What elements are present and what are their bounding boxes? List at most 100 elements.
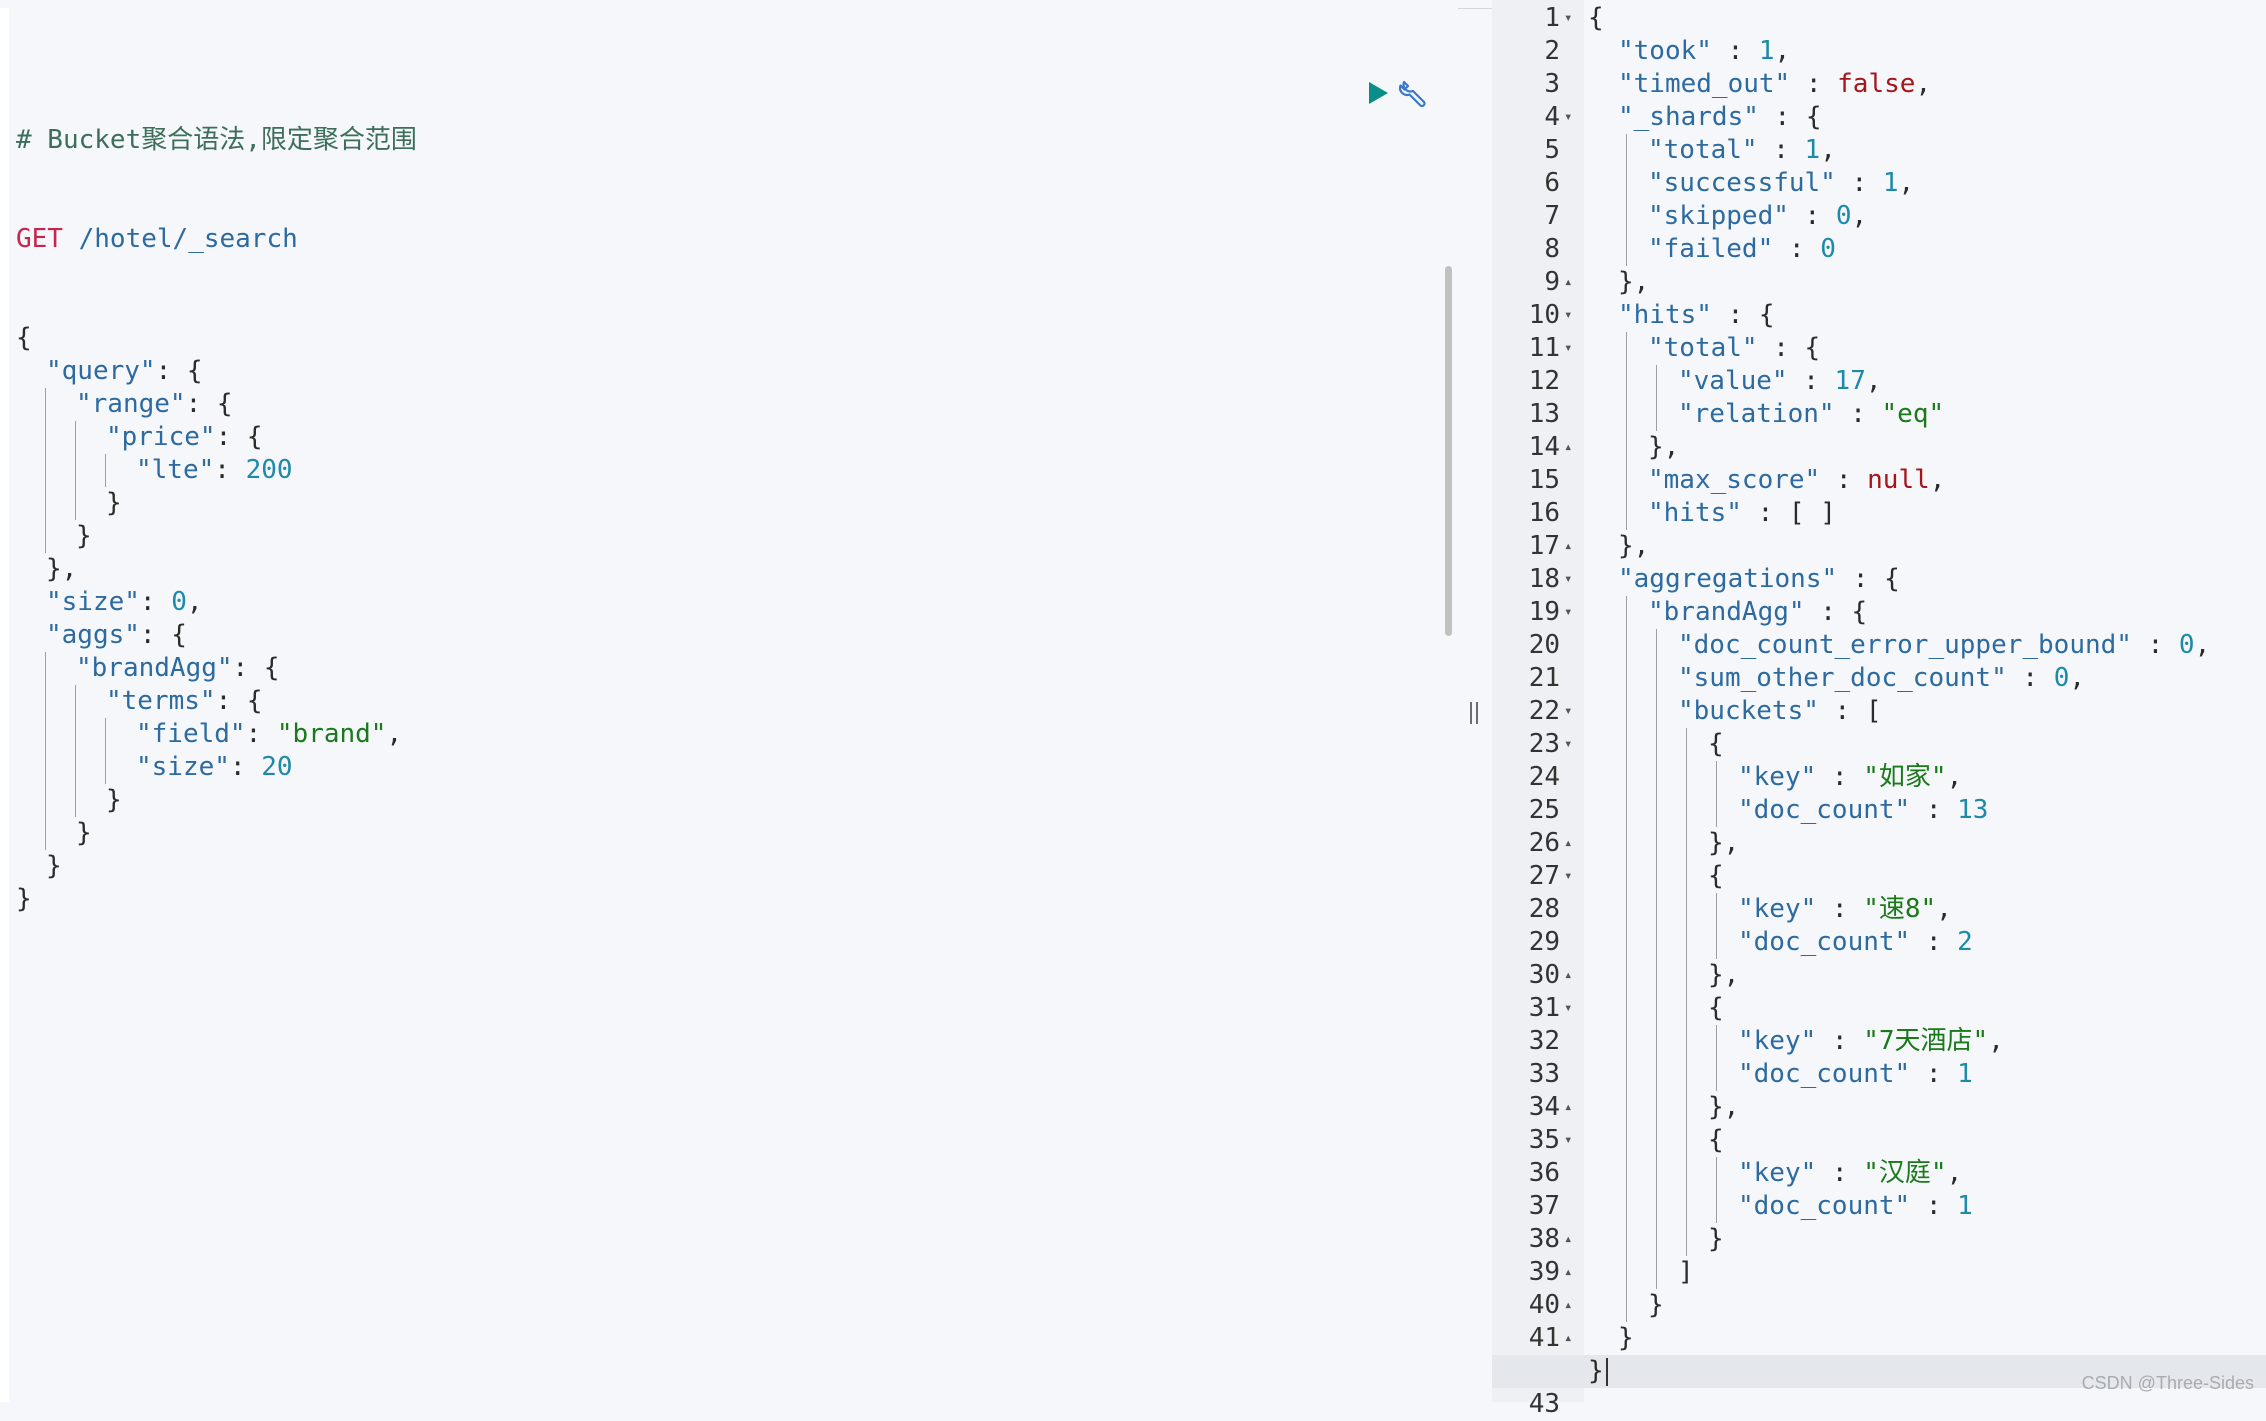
fold-collapse-icon[interactable]: ▴ bbox=[1564, 1264, 1573, 1280]
fold-expanded-icon[interactable]: ▾ bbox=[1564, 109, 1573, 125]
json-number: 1 bbox=[1804, 135, 1821, 165]
play-icon[interactable] bbox=[1366, 80, 1390, 106]
indent-guide bbox=[1626, 464, 1627, 497]
json-punct: , bbox=[1936, 894, 1952, 924]
line-number: 26 bbox=[1528, 828, 1560, 858]
json-punct: , bbox=[1898, 168, 1915, 198]
fold-collapse-icon[interactable]: ▴ bbox=[1564, 835, 1573, 851]
indent-guide bbox=[1686, 860, 1687, 893]
json-punct: }, bbox=[1618, 267, 1650, 297]
json-key: "sum_other_doc_count" bbox=[1678, 663, 2007, 693]
wrench-icon[interactable] bbox=[1398, 78, 1430, 110]
request-line: }, bbox=[16, 553, 417, 586]
fold-expanded-icon[interactable]: ▾ bbox=[1564, 868, 1573, 884]
json-number: 0 bbox=[1820, 234, 1836, 264]
fold-collapse-icon[interactable]: ▴ bbox=[1564, 439, 1573, 455]
json-punct: } bbox=[1588, 1356, 1604, 1386]
fold-expanded-icon[interactable]: ▾ bbox=[1564, 10, 1573, 26]
response-line: }, bbox=[1588, 431, 2210, 464]
json-key: "_shards" bbox=[1618, 102, 1759, 132]
indent-guide bbox=[1626, 695, 1627, 728]
indent-guide bbox=[45, 718, 46, 751]
indent-guide bbox=[1716, 1025, 1717, 1058]
response-line: "max_score" : null, bbox=[1588, 464, 2210, 497]
line-number: 1 bbox=[1544, 3, 1560, 33]
json-punct: : { bbox=[1757, 333, 1821, 363]
indent-guide bbox=[1686, 959, 1687, 992]
json-string: "如家" bbox=[1863, 762, 1947, 792]
line-number: 18 bbox=[1528, 564, 1560, 594]
indent-guide bbox=[1656, 1223, 1657, 1256]
json-number: 13 bbox=[1957, 795, 1989, 825]
response-line: "took" : 1, bbox=[1588, 35, 2210, 68]
indent-guide bbox=[1686, 926, 1687, 959]
request-scrollbar[interactable] bbox=[1445, 266, 1452, 636]
fold-collapse-icon[interactable]: ▴ bbox=[1564, 274, 1573, 290]
indent-guide bbox=[1626, 398, 1627, 431]
line-number: 30 bbox=[1528, 960, 1560, 990]
fold-collapse-icon[interactable]: ▴ bbox=[1564, 538, 1573, 554]
response-line: "total" : 1, bbox=[1588, 134, 2210, 167]
indent-guide bbox=[1656, 1190, 1657, 1223]
indent-guide bbox=[1656, 893, 1657, 926]
fold-expanded-icon[interactable]: ▾ bbox=[1564, 1000, 1573, 1016]
json-punct: : { bbox=[1837, 564, 1900, 594]
line-number: 2 bbox=[1544, 36, 1560, 66]
json-punct: , bbox=[386, 719, 403, 749]
fold-expanded-icon[interactable]: ▾ bbox=[1564, 1132, 1573, 1148]
json-key: "doc_count" bbox=[1738, 927, 1911, 957]
request-editor[interactable]: # Bucket聚合语法,限定聚合范围 GET /hotel/_search {… bbox=[0, 8, 1458, 1402]
indent-guide bbox=[1686, 1124, 1687, 1157]
indent-guide bbox=[1686, 893, 1687, 926]
fold-collapse-icon[interactable]: ▴ bbox=[1564, 1330, 1573, 1346]
json-punct: , bbox=[1946, 762, 1963, 792]
fold-expanded-icon[interactable]: ▾ bbox=[1564, 604, 1573, 620]
fold-collapse-icon[interactable]: ▴ bbox=[1564, 1231, 1573, 1247]
indent-guide bbox=[75, 784, 76, 817]
indent-guide bbox=[1656, 398, 1657, 431]
request-line: "query": { bbox=[16, 355, 417, 388]
json-punct: : bbox=[1790, 69, 1838, 99]
fold-collapse-icon[interactable]: ▴ bbox=[1564, 967, 1573, 983]
indent-guide bbox=[1626, 794, 1627, 827]
fold-expanded-icon[interactable]: ▾ bbox=[1564, 307, 1573, 323]
fold-collapse-icon[interactable]: ▴ bbox=[1564, 1099, 1573, 1115]
fold-collapse-icon[interactable]: ▴ bbox=[1564, 1297, 1573, 1313]
indent-guide bbox=[1686, 1091, 1687, 1124]
json-key: "aggregations" bbox=[1618, 564, 1838, 594]
fold-expanded-icon[interactable]: ▾ bbox=[1564, 703, 1573, 719]
indent-guide bbox=[1716, 761, 1717, 794]
response-line: } bbox=[1588, 1289, 2210, 1322]
line-number: 12 bbox=[1528, 366, 1560, 396]
fold-expanded-icon[interactable]: ▾ bbox=[1564, 340, 1573, 356]
json-punct: : { bbox=[1758, 102, 1822, 132]
indent-guide bbox=[45, 520, 46, 553]
json-punct: : bbox=[1816, 762, 1864, 792]
json-punct: : [ ] bbox=[1741, 498, 1836, 528]
response-line: "_shards" : { bbox=[1588, 101, 2210, 134]
indent-guide bbox=[1686, 728, 1687, 761]
line-number: 13 bbox=[1528, 399, 1560, 429]
response-line: { bbox=[1588, 2, 2210, 35]
json-key: "field" bbox=[136, 719, 246, 749]
fold-expanded-icon[interactable]: ▾ bbox=[1564, 571, 1573, 587]
request-line: "brandAgg": { bbox=[16, 652, 417, 685]
line-number: 37 bbox=[1528, 1191, 1560, 1221]
json-key: "value" bbox=[1678, 366, 1788, 396]
json-punct: : { bbox=[232, 653, 280, 683]
json-key: "lte" bbox=[136, 455, 215, 485]
indent-guide bbox=[75, 454, 76, 487]
line-number: 35 bbox=[1528, 1125, 1560, 1155]
line-number: 32 bbox=[1528, 1026, 1560, 1056]
request-code[interactable]: # Bucket聚合语法,限定聚合范围 GET /hotel/_search {… bbox=[16, 58, 417, 916]
request-method-line: GET /hotel/_search bbox=[16, 223, 417, 256]
line-number: 23 bbox=[1528, 729, 1560, 759]
json-punct: } bbox=[76, 521, 92, 551]
line-number: 8 bbox=[1544, 234, 1560, 264]
response-line: { bbox=[1588, 1124, 2210, 1157]
pane-resize-handle[interactable] bbox=[1470, 702, 1480, 724]
fold-expanded-icon[interactable]: ▾ bbox=[1564, 736, 1573, 752]
text-cursor bbox=[1605, 1357, 1608, 1386]
